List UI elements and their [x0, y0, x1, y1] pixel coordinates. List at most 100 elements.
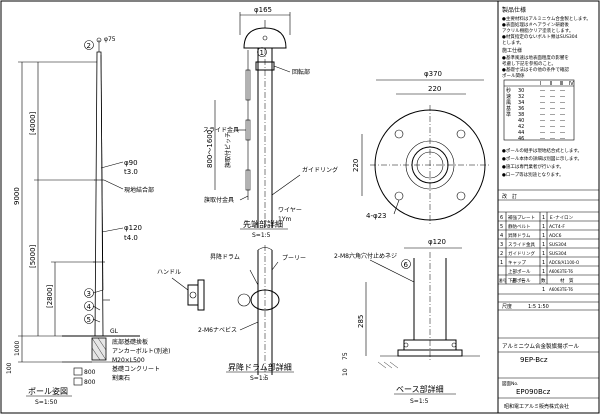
svg-text:SUS304: SUS304 — [549, 251, 567, 257]
svg-text:1: 1 — [542, 251, 545, 257]
svg-text:―: ― — [540, 130, 545, 136]
svg-text:―: ― — [560, 106, 565, 112]
pole-title: ポール姿図 — [28, 386, 68, 396]
base-title: ベース部詳細 — [396, 384, 444, 394]
notes-line-8: ●基礎寸法はその他の条件で確認 — [502, 66, 569, 73]
head-dim: 800～1600 — [206, 130, 214, 168]
balloon-6: 6 — [401, 259, 411, 269]
svg-text:―: ― — [540, 88, 545, 94]
svg-text:36: 36 — [518, 106, 524, 112]
dim-low: [2800] — [46, 284, 54, 308]
svg-text:スライド金具: スライド金具 — [508, 241, 535, 248]
svg-text:38: 38 — [518, 112, 524, 118]
svg-text:A6063TE-T6: A6063TE-T6 — [549, 287, 573, 292]
head-scale: S=1:5 — [252, 232, 271, 239]
svg-text:―: ― — [560, 100, 565, 106]
notes-line-6: ●基準風速は地表面粗度の影響を — [502, 54, 569, 61]
dim-top-ground: 100 — [6, 362, 13, 374]
drum-pulley: プーリー — [282, 255, 306, 262]
remark-0: ●ポールの継手は現地結合式とします。 — [502, 147, 582, 154]
svg-text:4: 4 — [500, 233, 503, 239]
svg-text:―: ― — [540, 112, 545, 118]
svg-text:1: 1 — [542, 242, 545, 248]
svg-text:基: 基 — [506, 105, 511, 112]
svg-text:―: ― — [550, 124, 555, 130]
svg-text:Ⅲ: Ⅲ — [560, 81, 563, 87]
flange-plan: φ370 220 220 4-φ23 — [352, 70, 490, 225]
svg-text:3: 3 — [500, 242, 503, 248]
svg-text:Ⅳ: Ⅳ — [569, 81, 574, 87]
svg-text:―: ― — [560, 130, 565, 136]
svg-text:2: 2 — [500, 251, 503, 257]
dim-base: 1000 — [14, 341, 21, 356]
foundation-label: 底部基礎捨板 — [112, 338, 148, 346]
svg-text:6: 6 — [404, 261, 409, 269]
svg-text:5: 5 — [500, 224, 503, 230]
svg-text:―: ― — [540, 118, 545, 124]
svg-text:32: 32 — [518, 94, 524, 100]
balloon-4: 4 — [84, 301, 94, 311]
svg-text:―: ― — [540, 124, 545, 130]
head-wire: ワイヤー — [278, 207, 302, 214]
remark-1: ●ポール本体の詳細は別図に示します。 — [502, 155, 582, 162]
revision-label: 改 訂 — [502, 193, 517, 200]
handle-detail: ハンドル — [157, 269, 205, 311]
svg-text:―: ― — [550, 88, 555, 94]
svg-text:Ｅ-ナイロン: Ｅ-ナイロン — [549, 215, 574, 221]
remark-3: ●ロープ等は別途となります。 — [502, 171, 564, 178]
drum-detail: 昇降ドラム プーリー 2-M6ナベビス 昇降ドラム部詳細 S=1:5 — [198, 245, 306, 382]
head-flag: 旗取付金具 — [204, 196, 234, 204]
t3-label: t3.0 — [124, 168, 138, 176]
svg-text:Ⅱ: Ⅱ — [550, 81, 552, 87]
svg-text:―: ― — [560, 118, 565, 124]
svg-text:―: ― — [550, 136, 555, 142]
base-bolt: 2-M8六角穴付止めネジ — [334, 252, 397, 260]
svg-text:―: ― — [550, 106, 555, 112]
parts-head-qty: 数 — [541, 277, 546, 284]
remark-2: ●施工は専門業者が行います。 — [502, 163, 564, 170]
svg-text:下部ポール: 下部ポール — [508, 277, 531, 284]
svg-text:Ⅰ: Ⅰ — [540, 81, 541, 87]
pole-elevation: 9000 [4000] [5000] [2800] 1000 100 φ75 φ… — [6, 36, 170, 406]
svg-text:昇降ドラム: 昇降ドラム — [508, 232, 531, 239]
head-detail: φ165 800～1600 旗取付ピッチ 回転部 スライド金具 ガイドリング 旗… — [203, 6, 338, 239]
balloon-3: 3 — [84, 288, 94, 298]
svg-text:46: 46 — [518, 136, 524, 142]
balloon-5: 5 — [84, 314, 94, 324]
product-name: アルミニウム合金製旗揚ポール — [502, 342, 579, 350]
phi90-label: φ90 — [124, 159, 138, 167]
drum-drum: 昇降ドラム — [210, 253, 240, 261]
svg-text:―: ― — [550, 100, 555, 106]
wind-row: 40 ― ― ― — [518, 118, 565, 124]
basis-conc-label: 基礎コンクリート — [112, 365, 160, 373]
svg-text:30: 30 — [518, 88, 524, 94]
svg-text:―: ― — [540, 136, 545, 142]
svg-text:上部ポール: 上部ポール — [508, 268, 531, 275]
svg-text:40: 40 — [518, 118, 524, 124]
svg-text:1: 1 — [542, 215, 545, 221]
gl-label: GL — [110, 328, 119, 335]
svg-text:―: ― — [560, 88, 565, 94]
company-name: 昭和電工アルミ販売株式会社 — [504, 403, 569, 410]
drum-scale: S=1:5 — [250, 375, 269, 382]
svg-text:―: ― — [550, 118, 555, 124]
svg-text:補強プレート: 補強プレート — [508, 214, 535, 221]
parts-head-name: 品 名 — [512, 277, 526, 284]
svg-text:6: 6 — [500, 215, 503, 221]
hole2-label: 800 — [84, 379, 96, 386]
drum-title: 昇降ドラム部詳細 — [228, 362, 292, 372]
head-rope: ガイドリング — [302, 166, 338, 174]
flange-holes: 4-φ23 — [366, 212, 387, 220]
gravel-label: 割栗石 — [112, 374, 130, 382]
phi75-label: φ75 — [104, 36, 116, 43]
head-slide: スライド金具 — [203, 126, 239, 134]
base-detail: φ120 2-M8六角穴付止めネジ 6 285 75 10 ベース部詳細 S=1… — [334, 238, 480, 405]
base-h10: 10 — [342, 368, 349, 376]
